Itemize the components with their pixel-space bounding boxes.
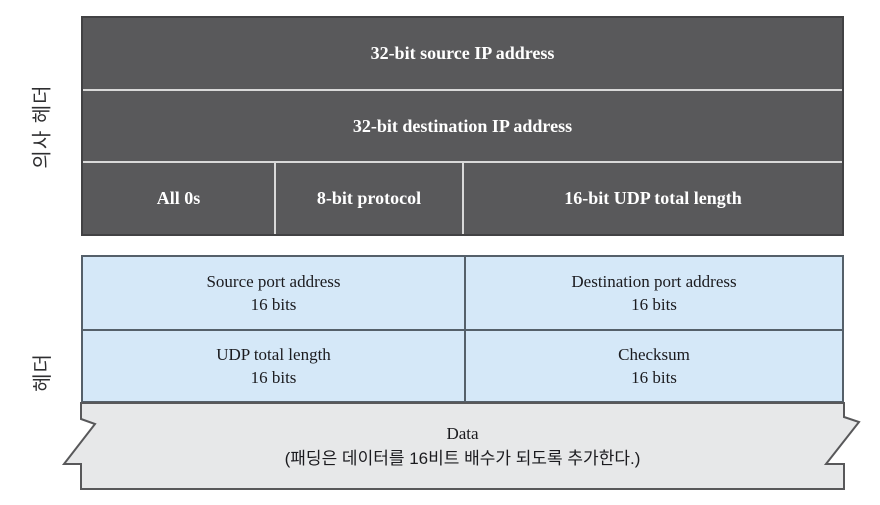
header-side-gutter: 헤더	[0, 255, 81, 489]
header-cell-title: Checksum	[618, 345, 690, 364]
header-cell-udp-total-length: UDP total length 16 bits	[83, 329, 464, 401]
data-section: Data (패딩은 데이터를 16비트 배수가 되도록 추가한다.)	[81, 405, 844, 489]
pseudo-header-row-destination-ip: 32-bit destination IP address	[83, 88, 842, 162]
header-cell-size: 16 bits	[631, 368, 677, 387]
header-cell-checksum: Checksum 16 bits	[464, 329, 842, 401]
pseudo-header-cell-protocol: 8-bit protocol	[274, 163, 462, 235]
header-cell-destination-port: Destination port address 16 bits	[464, 257, 842, 329]
pseudo-header-side-label: 의사 헤더	[32, 83, 55, 169]
header-side-label: 헤더	[32, 352, 54, 392]
header-cell-title: Source port address	[206, 272, 341, 291]
data-section-title: Data	[446, 424, 479, 443]
pseudo-header-row-third: All 0s 8-bit protocol 16-bit UDP total l…	[83, 161, 842, 235]
header-cell-size: 16 bits	[631, 295, 677, 314]
header-cell-size: 16 bits	[250, 368, 297, 387]
pseudo-header-cell-udp-total-length: 16-bit UDP total length	[462, 163, 842, 235]
data-section-padding-note: (패딩은 데이터를 16비트 배수가 되도록 추가한다.)	[284, 449, 641, 468]
pseudo-header-side-gutter: 의사 헤더	[0, 16, 81, 236]
pseudo-header-block: 32-bit source IP address 32-bit destinat…	[81, 16, 844, 236]
udp-header-block: Source port address 16 bits Destination …	[81, 255, 844, 403]
header-cell-title: Destination port address	[571, 272, 737, 291]
header-cell-source-port: Source port address 16 bits	[83, 257, 464, 329]
header-cell-size: 16 bits	[250, 295, 297, 314]
pseudo-header-row-source-ip: 32-bit source IP address	[370, 42, 555, 63]
header-cell-title: UDP total length	[216, 345, 331, 364]
pseudo-header-cell-all-0s: All 0s	[156, 188, 201, 209]
